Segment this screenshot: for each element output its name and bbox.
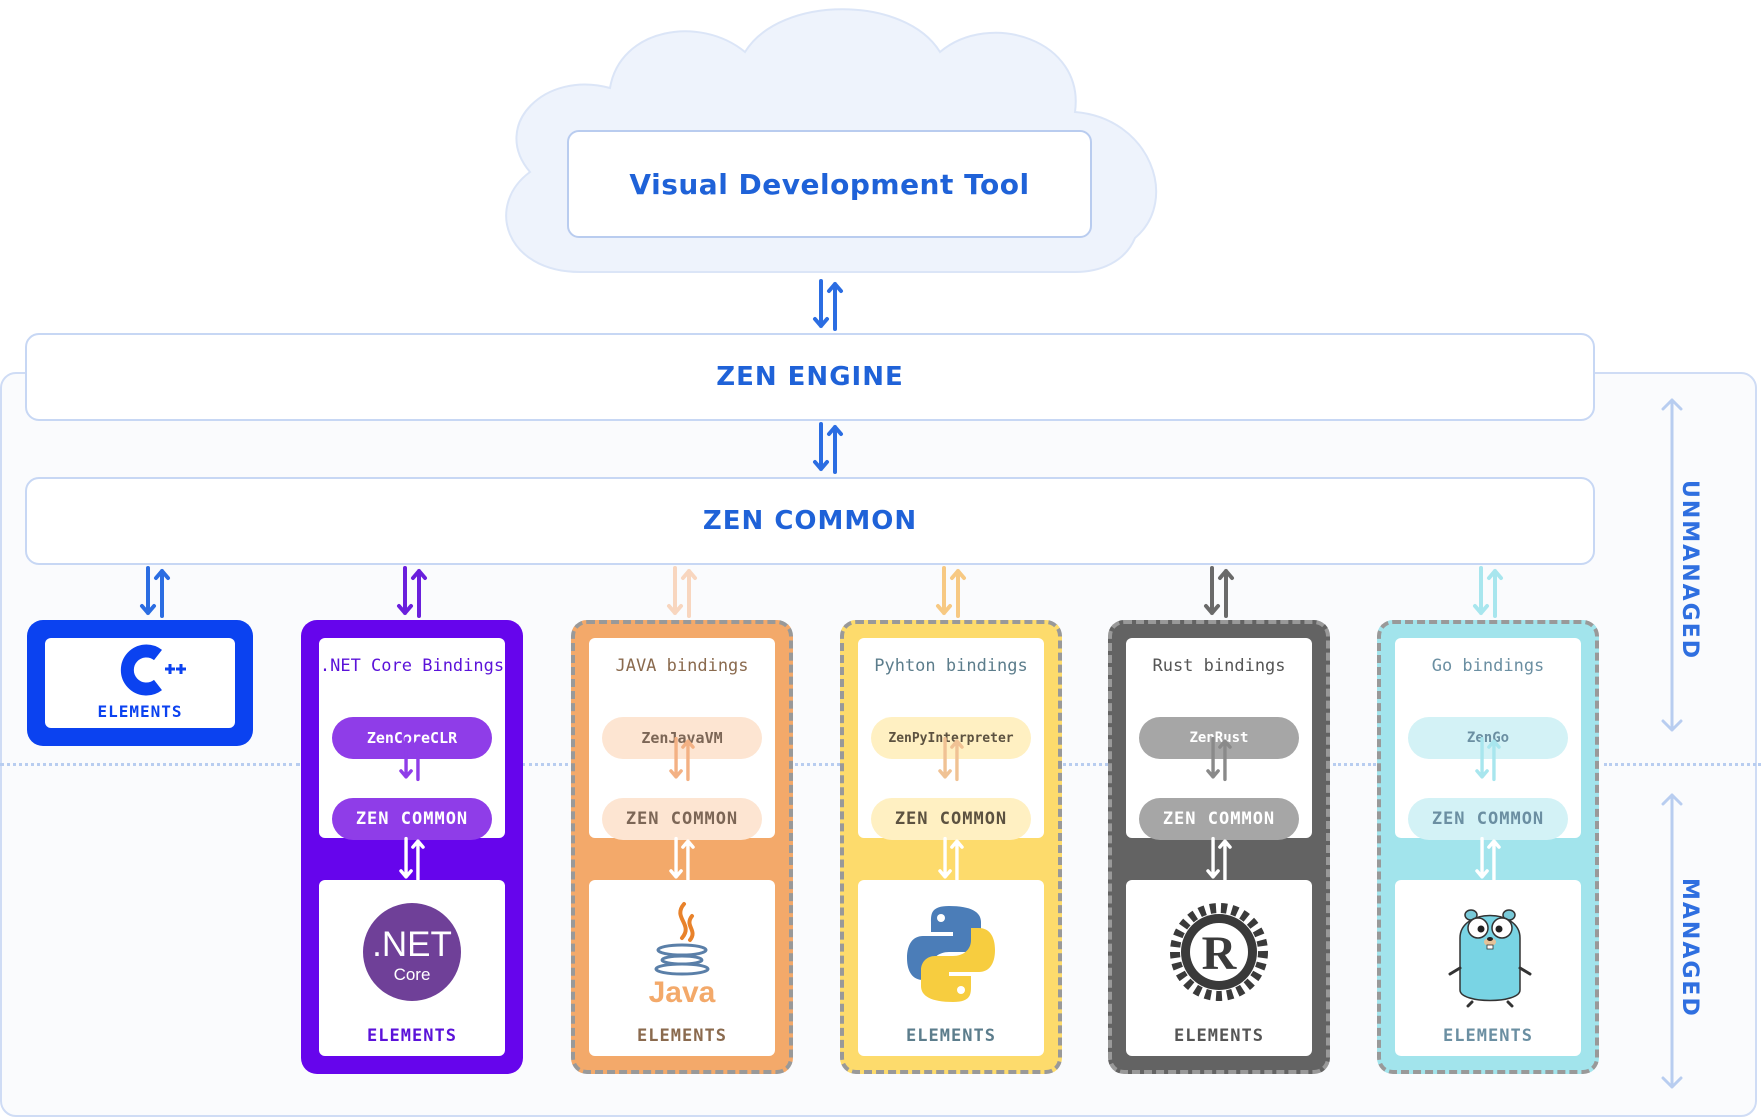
dotnet-bindings-card: .NET Core Bindings ZenCoreCLR ZEN COMMON…	[301, 620, 523, 1074]
dotnet-logo-subtext: Core	[394, 965, 431, 984]
dotnet-zen-common-pill: ZEN COMMON	[332, 798, 492, 840]
java-elements-label: ELEMENTS	[637, 1026, 727, 1046]
rust-bindings-title: Rust bindings	[1152, 656, 1286, 676]
zen-common-label: ZEN COMMON	[702, 506, 918, 536]
dotnet-logo-text: .NET	[372, 925, 452, 964]
rust-bindings-card: Rust bindings ZenRust ZEN COMMON R ELEME…	[1108, 620, 1330, 1074]
managed-separator	[1333, 763, 1376, 766]
managed-separator	[790, 763, 840, 766]
managed-separator	[1604, 763, 1761, 766]
zenjavavm-pill: ZenJavaVM	[602, 717, 762, 759]
zen-engine-bar: ZEN ENGINE	[25, 333, 1595, 421]
go-zen-common-pill: ZEN COMMON	[1408, 798, 1568, 840]
tool-engine-arrow	[813, 279, 843, 331]
zen-engine-label: ZEN ENGINE	[716, 362, 904, 392]
go-gopher-icon	[1448, 909, 1532, 1008]
go-bindings-title: Go bindings	[1431, 656, 1545, 676]
java-bindings-card: JAVA bindings ZenJavaVM ZEN COMMON Java …	[571, 620, 793, 1074]
go-bindings-card: Go bindings ZenGo ZEN COMMON ELEMENTS	[1377, 620, 1599, 1074]
java-logo-icon: Java	[649, 902, 716, 1008]
dotnet-elements-label: ELEMENTS	[367, 1026, 457, 1046]
unmanaged-label: UNMANAGED	[1677, 480, 1702, 660]
visual-development-tool-box: Visual Development Tool	[567, 130, 1092, 238]
managed-separator	[1063, 763, 1108, 766]
python-zen-common-pill: ZEN COMMON	[871, 798, 1031, 840]
cpp-elements-card: ELEMENTS	[27, 620, 253, 746]
dotnet-core-logo-icon: .NET Core	[363, 903, 461, 1001]
zencoreclr-pill: ZenCoreCLR	[332, 717, 492, 759]
zenpyinterpreter-pill: ZenPyInterpreter	[871, 717, 1031, 759]
rust-zen-common-pill: ZEN COMMON	[1139, 798, 1299, 840]
managed-separator	[522, 763, 574, 766]
java-bindings-title: JAVA bindings	[615, 656, 749, 676]
managed-separator	[0, 763, 300, 766]
cpp-logo-icon	[120, 644, 186, 696]
zengo-pill: ZenGo	[1408, 717, 1568, 759]
rust-elements-label: ELEMENTS	[1174, 1026, 1264, 1046]
python-bindings-title: Pyhton bindings	[874, 656, 1028, 676]
dotnet-bindings-title: .NET Core Bindings	[319, 656, 505, 676]
python-bindings-card: Pyhton bindings ZenPyInterpreter ZEN COM…	[840, 620, 1062, 1074]
java-logo-text: Java	[649, 976, 716, 1008]
rust-logo-icon: R	[1170, 903, 1268, 1001]
go-elements-label: ELEMENTS	[1443, 1026, 1533, 1046]
cpp-elements-label: ELEMENTS	[97, 702, 183, 721]
python-logo-icon	[907, 906, 995, 1002]
python-elements-label: ELEMENTS	[906, 1026, 996, 1046]
tool-title: Visual Development Tool	[629, 167, 1030, 201]
java-zen-common-pill: ZEN COMMON	[602, 798, 762, 840]
rust-logo-text: R	[1202, 927, 1238, 980]
zen-common-bar: ZEN COMMON	[25, 477, 1595, 565]
managed-label: MANAGED	[1677, 878, 1702, 1018]
zenrust-pill: ZenRust	[1139, 717, 1299, 759]
